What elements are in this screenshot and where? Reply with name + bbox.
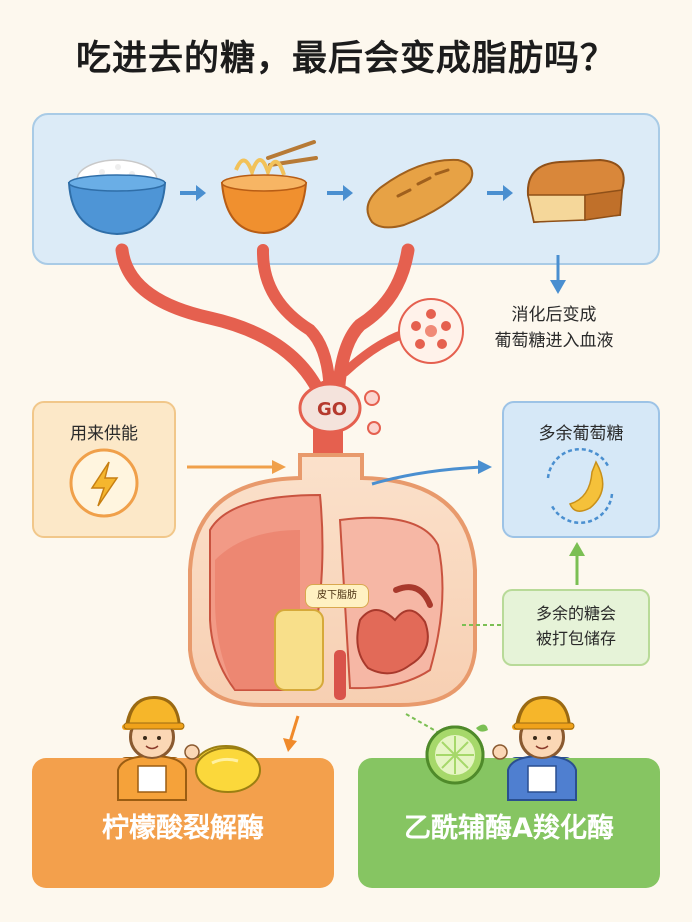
digest-label: 消化后变成 葡萄糖进入血液 — [466, 302, 642, 354]
fat-label: 皮下脂肪 — [305, 584, 369, 608]
blood-cells-icon — [398, 298, 464, 364]
surplus-glucose-box: 多余葡萄糖 — [502, 401, 660, 538]
storage-line2: 被打包储存 — [535, 629, 616, 648]
enzyme-arrows — [283, 713, 449, 752]
page-title: 吃进去的糖，最后会变成脂肪吗？ — [75, 39, 616, 79]
baguette-icon — [366, 158, 474, 229]
storage-box: 多余的糖会 被打包储存 — [502, 589, 650, 666]
go-badge-icon — [298, 382, 381, 435]
rice-bowl-icon — [67, 159, 167, 236]
storage-arrow — [462, 542, 585, 626]
digest-arrow — [550, 255, 566, 294]
energy-box-label: 用来供能 — [70, 424, 138, 444]
enzyme-left-label: 柠檬酸裂解酶 — [102, 813, 264, 844]
noodles-bowl-icon — [220, 140, 318, 235]
digest-label-line1: 消化后变成 — [511, 305, 597, 325]
body-torso — [188, 453, 477, 707]
enzyme-card-left: 柠檬酸裂解酶 — [32, 758, 334, 888]
go-badge-text: GO — [316, 399, 348, 420]
enzyme-card-right: 乙酰辅酶A羧化酶 — [358, 758, 660, 888]
energy-arrow — [187, 460, 286, 474]
storage-line1: 多余的糖会 — [535, 604, 616, 623]
energy-box: 用来供能 — [32, 401, 176, 538]
enzyme-right-label: 乙酰辅酶A羧化酶 — [404, 813, 614, 844]
bread-loaf-icon — [526, 158, 625, 224]
digest-label-line2: 葡萄糖进入血液 — [494, 331, 614, 351]
surplus-arrow — [371, 460, 492, 486]
food-flow-arrows — [180, 185, 513, 201]
surplus-glucose-label: 多余葡萄糖 — [538, 424, 624, 444]
